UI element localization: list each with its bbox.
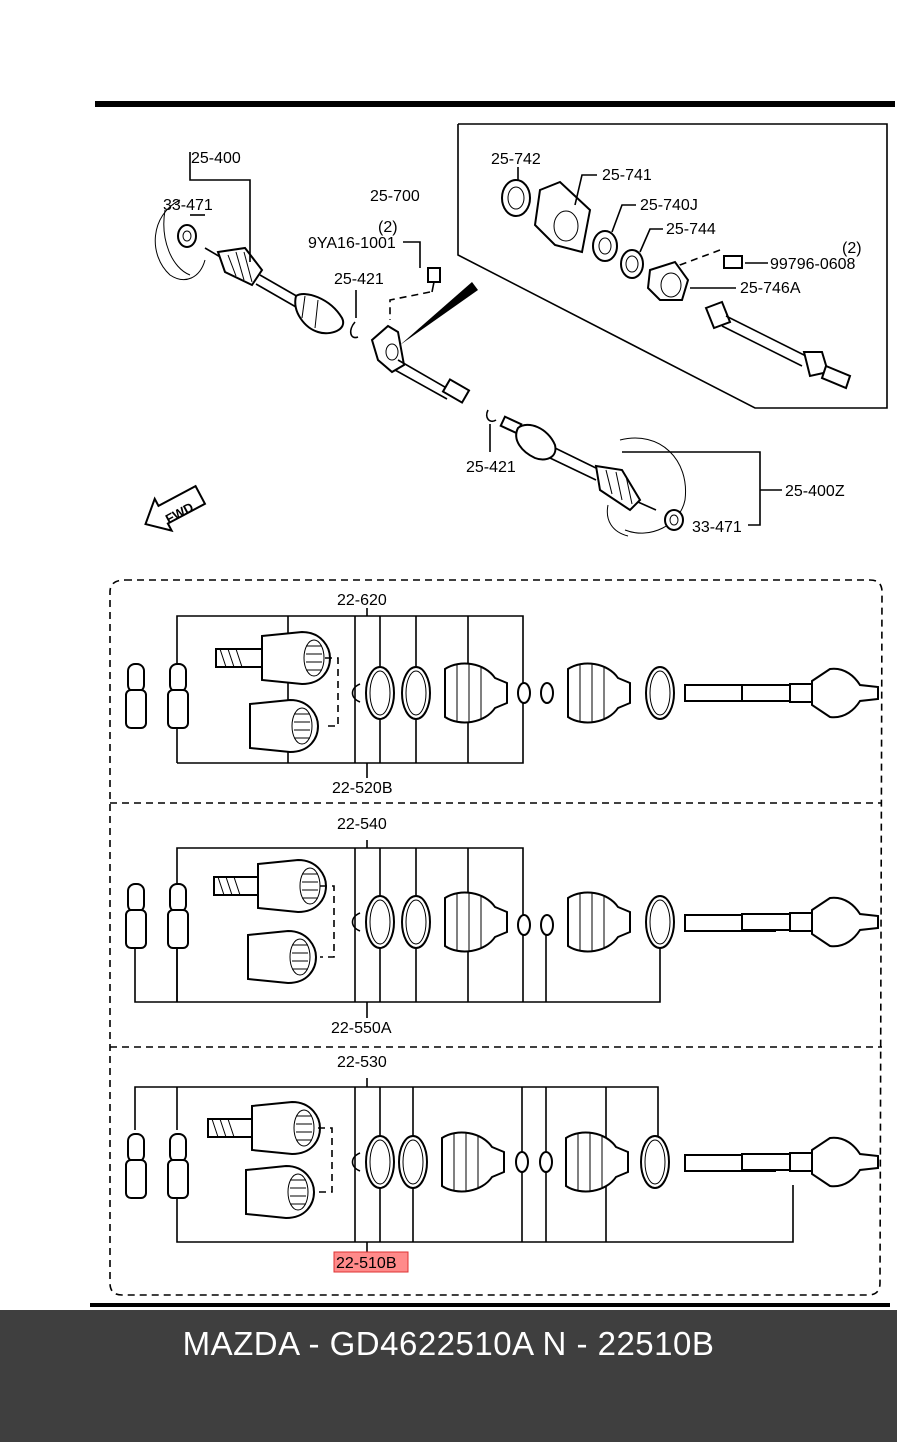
seal xyxy=(501,179,531,217)
label-screw-count: (2) xyxy=(842,240,862,257)
footer-bar xyxy=(0,1310,897,1442)
exploded-view-top: 25-400 33-471 (2) 9YA16-1001 25-421 25-7… xyxy=(144,123,888,537)
top-rule xyxy=(95,101,895,107)
label-25-400: 25-400 xyxy=(191,150,241,167)
parts-diagram: 25-400 33-471 (2) 9YA16-1001 25-421 25-7… xyxy=(90,101,895,1307)
label-25-421-upper: 25-421 xyxy=(334,271,384,288)
label-25-740j: 25-740J xyxy=(640,197,698,214)
housing xyxy=(646,260,690,301)
bearing xyxy=(592,230,618,262)
bracket xyxy=(533,180,592,254)
clip-upper xyxy=(349,321,359,339)
screw xyxy=(723,255,743,269)
nut-right xyxy=(664,509,684,531)
label-25-700: 25-700 xyxy=(370,188,420,205)
clip-lower xyxy=(485,409,497,423)
center-bracket xyxy=(370,324,406,374)
label-22-510b: 22-510B xyxy=(336,1255,397,1272)
bottom-rule xyxy=(90,1303,890,1307)
kit-22-620 xyxy=(125,608,879,778)
nut-left xyxy=(177,224,197,248)
kit-22-530 xyxy=(125,1078,879,1252)
label-22-620: 22-620 xyxy=(337,592,387,609)
label-25-742: 25-742 xyxy=(491,151,541,168)
label-25-744: 25-744 xyxy=(666,221,716,238)
label-22-520b: 22-520B xyxy=(332,780,393,797)
label-25-400z: 25-400Z xyxy=(785,483,845,500)
drive-shaft-left xyxy=(204,246,345,335)
label-33-471-left: 33-471 xyxy=(163,197,213,214)
label-22-540: 22-540 xyxy=(337,816,387,833)
label-22-550a: 22-550A xyxy=(331,1020,392,1037)
label-22-530: 22-530 xyxy=(337,1054,387,1071)
label-99796-0608: 99796-0608 xyxy=(770,256,856,273)
label-25-741: 25-741 xyxy=(602,167,652,184)
ring xyxy=(620,249,644,279)
part-number-caption: MAZDA - GD4622510A N - 22510B xyxy=(182,1325,715,1362)
label-bolt-count: (2) xyxy=(378,219,398,236)
kits-frame xyxy=(109,579,883,1296)
fwd-arrow xyxy=(144,484,207,533)
label-9ya16-1001: 9YA16-1001 xyxy=(308,235,396,252)
highlight-22-510b xyxy=(333,1251,409,1273)
label-33-471-right: 33-471 xyxy=(692,519,742,536)
label-25-421-lower: 25-421 xyxy=(466,459,516,476)
kit-22-540 xyxy=(125,840,879,1018)
bolt xyxy=(427,267,441,283)
drive-shaft-right xyxy=(499,415,657,512)
label-25-746a: 25-746A xyxy=(740,280,801,297)
